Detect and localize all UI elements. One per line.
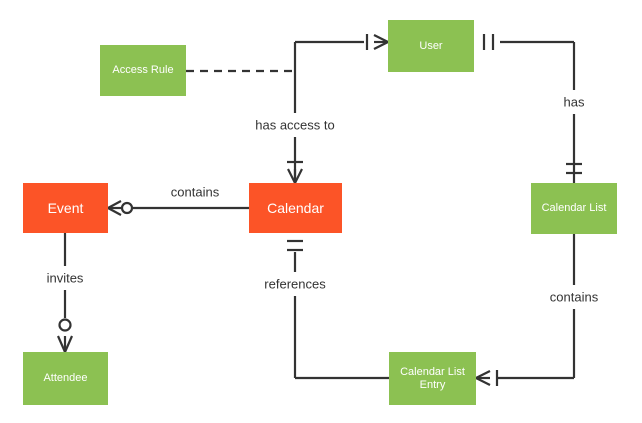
- entity-calendar[interactable]: Calendar: [249, 183, 342, 233]
- cardinality-zero-or-many-attendee-top: [56, 318, 74, 353]
- edge-label-has-access-to: has access to: [252, 117, 338, 133]
- entity-event[interactable]: Event: [23, 183, 108, 233]
- entity-attendee[interactable]: Attendee: [23, 352, 108, 405]
- cardinality-one-or-many-calendar-top: [287, 160, 303, 184]
- cardinality-one-or-many-calendar-list-entry-right: [475, 370, 499, 386]
- cardinality-exactly-one-user-right: [482, 34, 495, 50]
- edge-label-event-invites-attendee: invites: [43, 270, 87, 286]
- edge-label-contains-event-calendar: contains: [167, 184, 223, 200]
- entity-access-rule[interactable]: Access Rule: [100, 45, 186, 96]
- edge-user-has-access-to-calendar: [293, 40, 364, 183]
- edge-label-calendar-list-contains-entry: contains: [546, 289, 602, 305]
- entity-calendar-list-entry[interactable]: Calendar List Entry: [389, 352, 476, 405]
- edge-calendar-references-entry: [293, 252, 389, 380]
- entity-user[interactable]: User: [388, 20, 474, 72]
- cardinality-one-or-many-user-left: [365, 34, 389, 50]
- edge-user-has-calendar-list: [500, 40, 576, 183]
- edge-label-user-has-calendar-list: has: [560, 94, 588, 110]
- cardinality-zero-or-many-event: [107, 200, 134, 216]
- cardinality-exactly-one-calendar-bottom: [287, 239, 303, 252]
- cardinality-exactly-one-calendar-list-top: [566, 162, 582, 175]
- entity-label-access-rule: Access Rule: [112, 64, 174, 77]
- entity-label-calendar: Calendar: [267, 199, 324, 216]
- entity-label-attendee: Attendee: [43, 372, 88, 385]
- edge-label-calendar-references-entry: references: [261, 276, 329, 292]
- entity-calendar-list[interactable]: Calendar List: [531, 183, 617, 234]
- edge-calendar-list-contains-entry: [497, 234, 576, 380]
- entity-label-calendar-list: Calendar List: [541, 202, 607, 215]
- entity-label-event: Event: [47, 199, 84, 216]
- entity-label-calendar-list-entry: Calendar List Entry: [400, 365, 465, 391]
- entity-label-user: User: [419, 39, 443, 52]
